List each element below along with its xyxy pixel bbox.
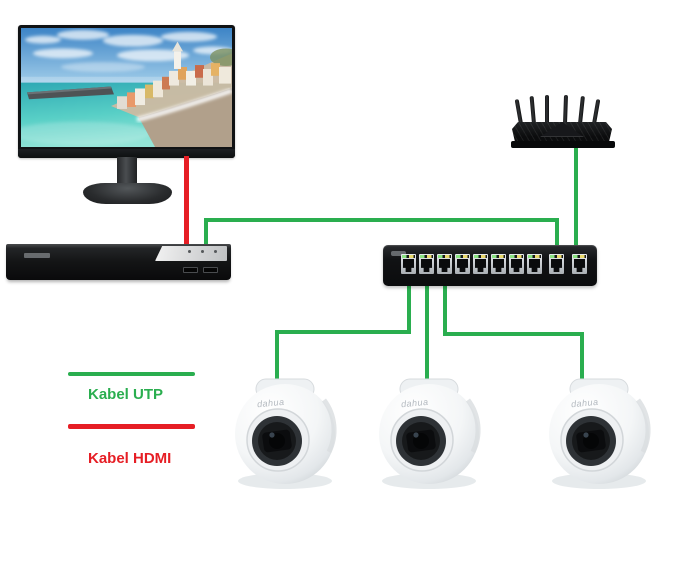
switch-port-4 <box>455 254 470 274</box>
dvr <box>6 244 231 280</box>
switch-port-7 <box>509 254 524 274</box>
cable-utp-switch-camera1-segment <box>407 266 411 330</box>
cable-utp-switch-camera3-segment <box>443 332 584 336</box>
dvr-usb-port <box>203 267 218 273</box>
router-antenna <box>592 99 601 125</box>
router-antenna <box>578 95 585 125</box>
wifi-router <box>510 94 616 151</box>
camera-icon <box>370 374 488 492</box>
router-base <box>511 141 615 148</box>
coastal-town-photo <box>21 28 232 147</box>
sky <box>21 28 232 89</box>
monitor <box>18 25 235 158</box>
router-antenna <box>514 99 523 125</box>
cable-utp-dvr-switch-segment <box>204 218 208 247</box>
legend-utp-label: Kabel UTP <box>88 386 164 403</box>
cctv-camera-3: dahua <box>540 374 658 492</box>
router-antenna <box>563 94 569 125</box>
monitor-stand-base <box>83 183 172 204</box>
switch-port-3 <box>437 254 452 274</box>
switch-port-6 <box>491 254 506 274</box>
switch-port-2 <box>419 254 434 274</box>
cctv-camera-2: dahua <box>370 374 488 492</box>
dvr-indicator-icon <box>214 250 217 253</box>
monitor-screen <box>21 28 232 147</box>
dvr-indicator-icon <box>188 250 191 253</box>
router-antenna <box>545 95 549 124</box>
legend-utp-line <box>68 372 195 376</box>
cable-utp-switch-camera2 <box>425 266 429 379</box>
dvr-brand-logo <box>24 253 50 258</box>
cable-utp-dvr-switch-segment <box>555 218 559 256</box>
beach <box>136 88 232 147</box>
switch-brand-logo <box>391 251 406 256</box>
camera-icon <box>226 374 344 492</box>
cable-utp-switch-camera3-segment <box>443 266 447 332</box>
camera-icon <box>540 374 658 492</box>
dvr-front-panel <box>155 246 227 261</box>
switch-port-8 <box>527 254 542 274</box>
switch-port-9 <box>549 254 564 274</box>
router-antenna <box>529 95 536 125</box>
cable-utp-switch-camera3-segment <box>580 332 584 379</box>
dvr-indicator-icon <box>201 250 204 253</box>
router-body <box>512 122 612 142</box>
ethernet-switch <box>383 245 597 286</box>
monitor-stand-neck <box>117 157 137 186</box>
switch-port-1 <box>401 254 416 274</box>
legend-hdmi-label: Kabel HDMI <box>88 450 172 467</box>
cable-utp-router-switch <box>574 147 578 256</box>
pier <box>27 86 114 100</box>
monitor-bottom-bezel <box>18 149 235 158</box>
cable-utp-switch-camera1-segment <box>275 330 279 379</box>
switch-port-10 <box>572 254 587 274</box>
cable-utp-switch-camera1-segment <box>275 330 411 334</box>
cctv-camera-1: dahua <box>226 374 344 492</box>
cable-hdmi-monitor-dvr <box>184 156 189 247</box>
dvr-usb-port <box>183 267 198 273</box>
legend-hdmi-line <box>68 424 195 429</box>
cable-utp-dvr-switch-segment <box>204 218 559 222</box>
switch-port-5 <box>473 254 488 274</box>
